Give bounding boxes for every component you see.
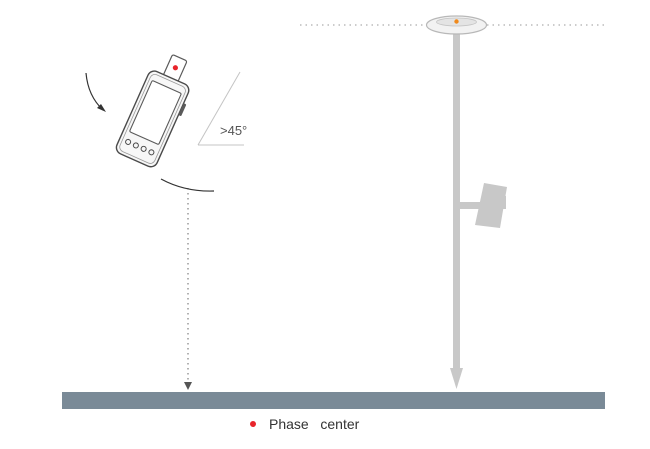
antenna-phase-center-dot bbox=[454, 19, 459, 24]
projection-arrow-icon bbox=[184, 382, 192, 390]
legend: Phase center bbox=[250, 416, 359, 432]
rotation-arrow-top-icon bbox=[85, 72, 104, 111]
tilt-angle-label: >45° bbox=[220, 123, 247, 138]
device-phase-center-dot bbox=[172, 65, 178, 71]
legend-label: Phase center bbox=[269, 416, 360, 432]
antenna-icon bbox=[425, 15, 488, 35]
handheld-device-icon bbox=[115, 54, 190, 168]
phase-center-legend-dot bbox=[250, 421, 256, 427]
tilt-reference-line bbox=[197, 71, 241, 146]
controller-bracket-icon bbox=[459, 183, 507, 228]
rotation-arrowhead-top bbox=[97, 104, 106, 112]
survey-pole bbox=[450, 34, 463, 389]
ground-surface bbox=[62, 392, 605, 409]
rotation-arrow-bottom-icon bbox=[160, 178, 215, 192]
